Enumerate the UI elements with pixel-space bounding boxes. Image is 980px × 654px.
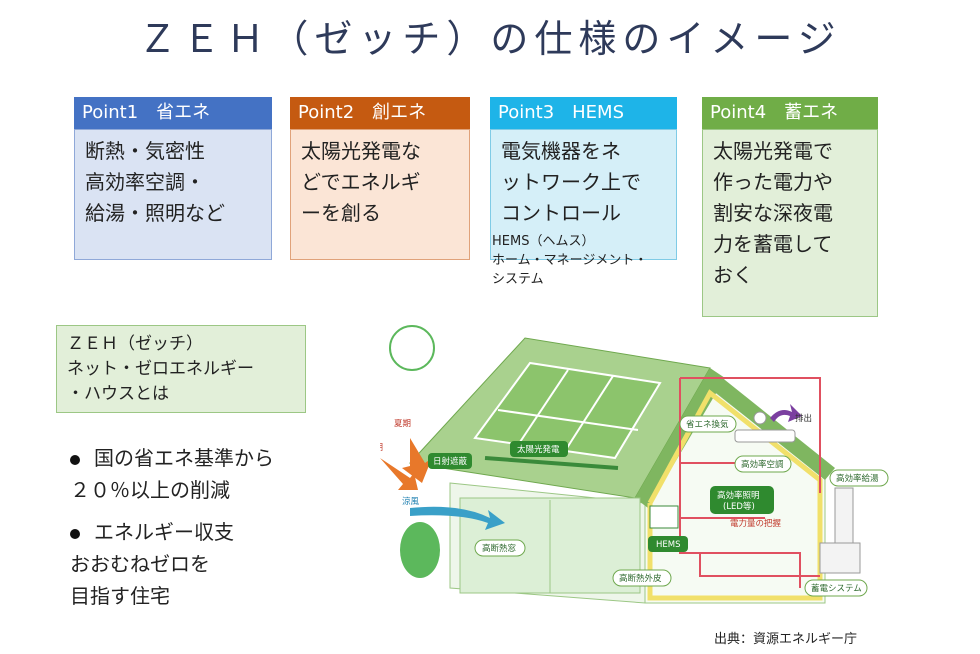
water-heater-icon	[834, 487, 854, 549]
summer-label: 夏期	[394, 419, 411, 429]
ventilation-label: 省エネ換気	[686, 419, 729, 430]
point4-card: Point4 蓄エネ 太陽光発電で 作った電力や 割安な深夜電 力を蓄電して お…	[702, 97, 878, 317]
lighting-badge	[710, 486, 774, 514]
point2-body: 太陽光発電な どでエネルギ ーを創る	[290, 129, 470, 260]
hems-note: HEMS（ヘムス） ホーム・マネージメント・ システム	[492, 234, 648, 287]
bullet-dot-icon	[70, 454, 80, 465]
bullet-item: 国の省エネ基準から ２０％以上の削減	[70, 442, 274, 506]
sun-icon	[389, 325, 435, 371]
point3-header: Point3 HEMS	[490, 97, 677, 129]
hems-monitor-icon	[649, 505, 679, 529]
exhaust-label: 排出	[795, 413, 812, 424]
winter-label: 冬期	[380, 442, 383, 453]
storage-label: 蓄電システム	[811, 583, 862, 594]
winter-arrow-icon	[380, 458, 418, 490]
point3-card: Point3 HEMS 電気機器をネ ットワーク上で コントロール	[490, 97, 677, 260]
aircon-label: 高効率空調	[741, 459, 784, 470]
lighting-label: 高効率照明(LED等)	[717, 490, 760, 512]
window-label: 高断熱窓	[482, 543, 517, 554]
hems-label: HEMS	[656, 540, 681, 550]
lighting-label-line2: (LED等)	[723, 501, 755, 512]
power-monitor-label: 電力量の把握	[730, 518, 782, 529]
summer-arrow-icon	[402, 438, 432, 483]
breeze-label: 涼風	[402, 496, 420, 507]
point3-body: 電気機器をネ ットワーク上で コントロール	[490, 129, 677, 260]
page-title: ＺＥＨ（ゼッチ）の仕様のイメージ	[138, 17, 842, 61]
power-wiring	[679, 377, 821, 588]
point1-card: Point1 省エネ 断熱・気密性 高効率空調・ 給湯・照明など	[74, 97, 272, 260]
point4-header: Point4 蓄エネ	[702, 97, 878, 129]
battery-icon	[819, 542, 861, 574]
ventilation-fan-icon	[753, 411, 767, 425]
wall-badge	[612, 569, 672, 587]
solar-panel-icon	[473, 361, 662, 470]
source-credit: 出典：資源エネルギー庁	[714, 632, 858, 647]
radiation-label: 日射遮蔽	[433, 456, 468, 467]
radiation-badge	[428, 453, 472, 469]
exhaust-arrow-icon	[770, 404, 802, 422]
wall-label: 高断熱外皮	[619, 573, 662, 584]
aircon-icon	[734, 429, 796, 443]
point2-header: Point2 創エネ	[290, 97, 470, 129]
shrub-icon	[400, 522, 440, 578]
bullet-text: エネルギー収支 おおむねゼロを 目指す住宅	[70, 520, 234, 608]
water-heater-label: 高効率給湯	[836, 473, 879, 484]
aircon-badge	[734, 455, 792, 473]
point1-body: 断熱・気密性 高効率空調・ 給湯・照明など	[74, 129, 272, 260]
roof-edge-right	[710, 368, 835, 480]
point4-body: 太陽光発電で 作った電力や 割安な深夜電 力を蓄電して おく	[702, 129, 878, 317]
breeze-arrow-icon	[410, 506, 505, 530]
bullet-dot-icon	[70, 528, 80, 539]
solar-label: 太陽光発電	[517, 444, 560, 455]
point2-card: Point2 創エネ 太陽光発電な どでエネルギ ーを創る	[290, 97, 470, 260]
bullet-text: 国の省エネ基準から ２０％以上の削減	[70, 446, 274, 502]
water-heater-badge	[829, 469, 889, 487]
point1-header: Point1 省エネ	[74, 97, 272, 129]
lighting-label-line1: 高効率照明	[717, 490, 760, 501]
window-badge	[474, 539, 526, 557]
storage-badge	[804, 579, 868, 597]
solar-badge	[510, 441, 568, 457]
bullet-item: エネルギー収支 おおむねゼロを 目指す住宅	[70, 516, 234, 612]
zeh-house-diagram: 夏期 冬期 日射遮蔽 太陽光発電 涼風 高断熱窓 省エネ換気 排出 高効率空調 …	[380, 325, 889, 604]
ventilation-badge	[679, 415, 737, 433]
zeh-definition-box: ＺＥＨ（ゼッチ） ネット・ゼロエネルギー ・ハウスとは	[56, 325, 306, 413]
hems-badge	[648, 536, 688, 552]
